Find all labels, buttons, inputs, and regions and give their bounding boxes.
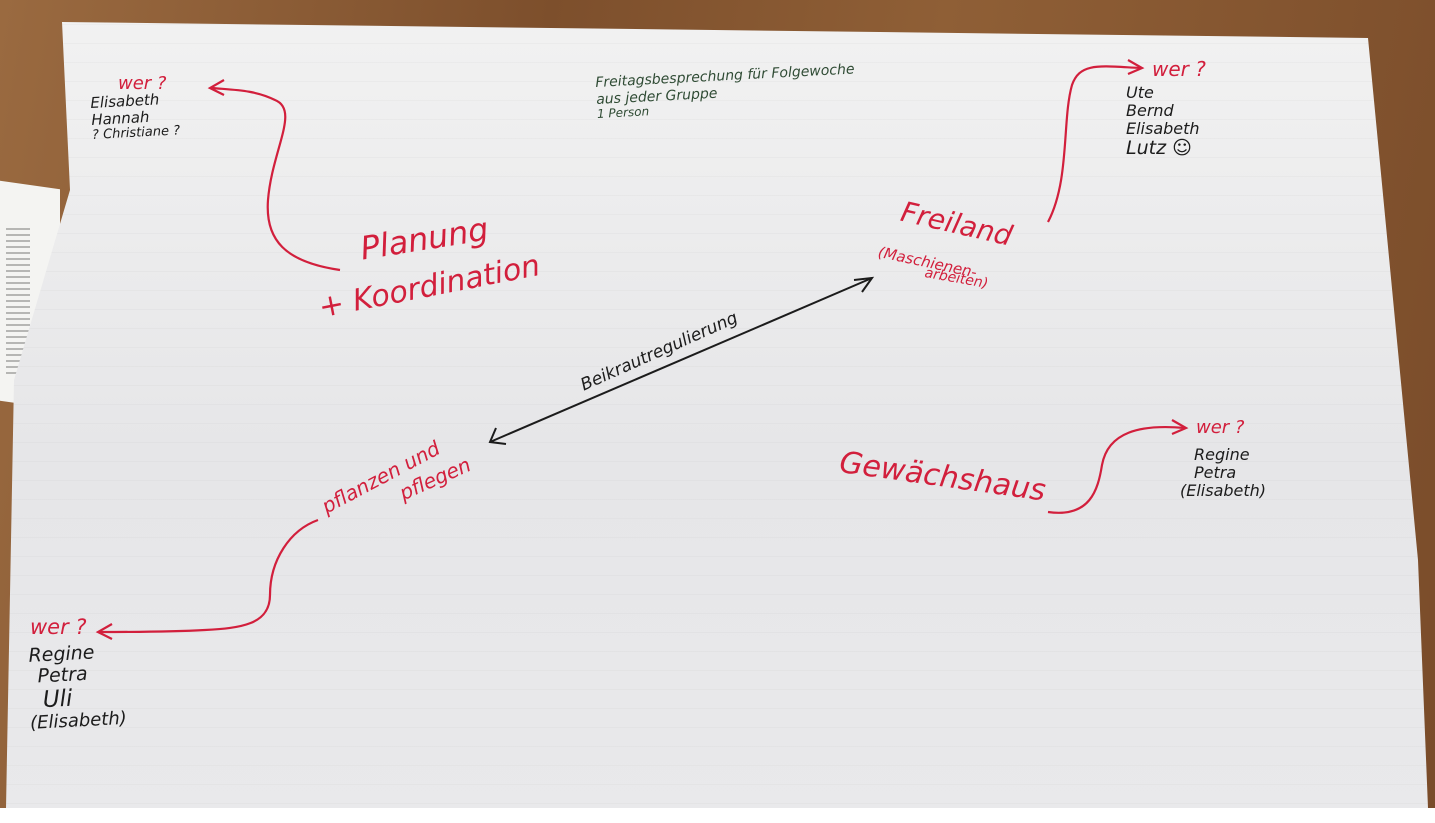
gewaechshaus-people: Regine Petra (Elisabeth)	[1180, 446, 1266, 500]
freiland-person: Ute	[1126, 83, 1154, 102]
freiland-who-label: wer ?	[1152, 57, 1206, 81]
arrow-planung-to-wer	[211, 86, 341, 272]
planung-people: Elisabeth Hannah ? Christiane ?	[90, 90, 180, 143]
arrow-head-link-top	[853, 276, 875, 293]
arrow-gewaechshaus-to-wer	[1047, 425, 1186, 514]
arrow-pflanzen-to-wer	[99, 518, 319, 634]
gewaechshaus-person: Regine	[1194, 445, 1250, 464]
beikraut-link-line	[489, 277, 873, 443]
arrow-freiland-to-wer	[1047, 65, 1141, 223]
freiland-person: Bernd	[1126, 100, 1174, 120]
gewaechshaus-person: (Elisabeth)	[1180, 480, 1267, 500]
arrow-head-link-bottom	[488, 427, 507, 445]
planung-who-label: wer ?	[118, 73, 167, 94]
freiland-people: Ute Bernd Elisabeth Lutz ☺	[1126, 84, 1200, 159]
freiland-person: Lutz ☺	[1126, 136, 1192, 159]
arrow-head-planung	[207, 79, 225, 96]
gewaechshaus-who-label: wer ?	[1196, 417, 1245, 438]
arrow-head-gewaechshaus	[1171, 419, 1189, 436]
gewaechshaus-person: Petra	[1194, 462, 1237, 482]
bottom-border	[0, 808, 1435, 823]
arrow-head-pflanzen	[95, 623, 113, 640]
pflanzen-who-label: wer ?	[30, 615, 87, 639]
arrow-head-freiland	[1127, 59, 1145, 76]
pflanzen-people: Regine Petra Uli (Elisabeth)	[26, 641, 127, 734]
freiland-person: Elisabeth	[1126, 118, 1200, 138]
